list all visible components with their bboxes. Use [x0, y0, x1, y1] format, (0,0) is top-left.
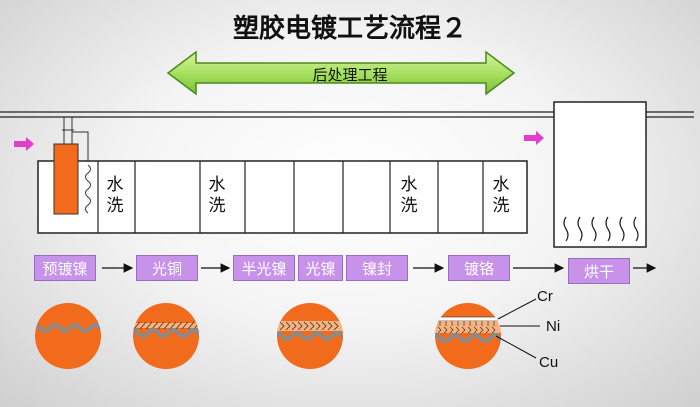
- tank-label-rinse-4: 水洗: [492, 175, 510, 216]
- oven-pointer-icon: [524, 131, 544, 145]
- layer-label-cu: Cu: [539, 354, 559, 371]
- tank-label-rinse-2: 水洗: [208, 175, 226, 216]
- step-bright-copper: 光铜: [136, 255, 198, 281]
- layer-label-cr: Cr: [537, 288, 553, 305]
- entry-pointer-icon: [14, 137, 34, 151]
- step-semibright-nickel: 半光镍: [233, 255, 295, 281]
- step-nickel-seal: 镍封: [346, 255, 408, 281]
- stage-arrow-label: 后处理工程: [312, 66, 388, 84]
- heat-wave-icons: [563, 216, 639, 242]
- cross-section-copper: [133, 303, 199, 369]
- tank-line: [37, 160, 528, 234]
- cross-section-nickel: [277, 303, 343, 369]
- cross-section-chrome: [435, 303, 501, 369]
- page-title: 塑胶电镀工艺流程２: [232, 14, 467, 44]
- cross-section-preplate: [35, 303, 101, 369]
- tank-dividers: [97, 161, 484, 233]
- step-drying: 烘干: [568, 258, 630, 284]
- layer-label-ni: Ni: [546, 318, 561, 335]
- tank-label-rinse-3: 水洗: [400, 175, 418, 216]
- step-bright-nickel: 光镍: [298, 255, 343, 281]
- layer-leader-lines: [495, 298, 540, 359]
- step-chrome-plating: 镀铬: [448, 255, 510, 281]
- drying-oven: [553, 101, 647, 248]
- tank-label-rinse-1: 水洗: [106, 175, 124, 216]
- heater-coil-icon: [85, 164, 91, 214]
- immersed-part: [53, 143, 79, 215]
- stage-arrow: [166, 50, 516, 96]
- step-preplate-nickel: 预镀镍: [34, 255, 96, 281]
